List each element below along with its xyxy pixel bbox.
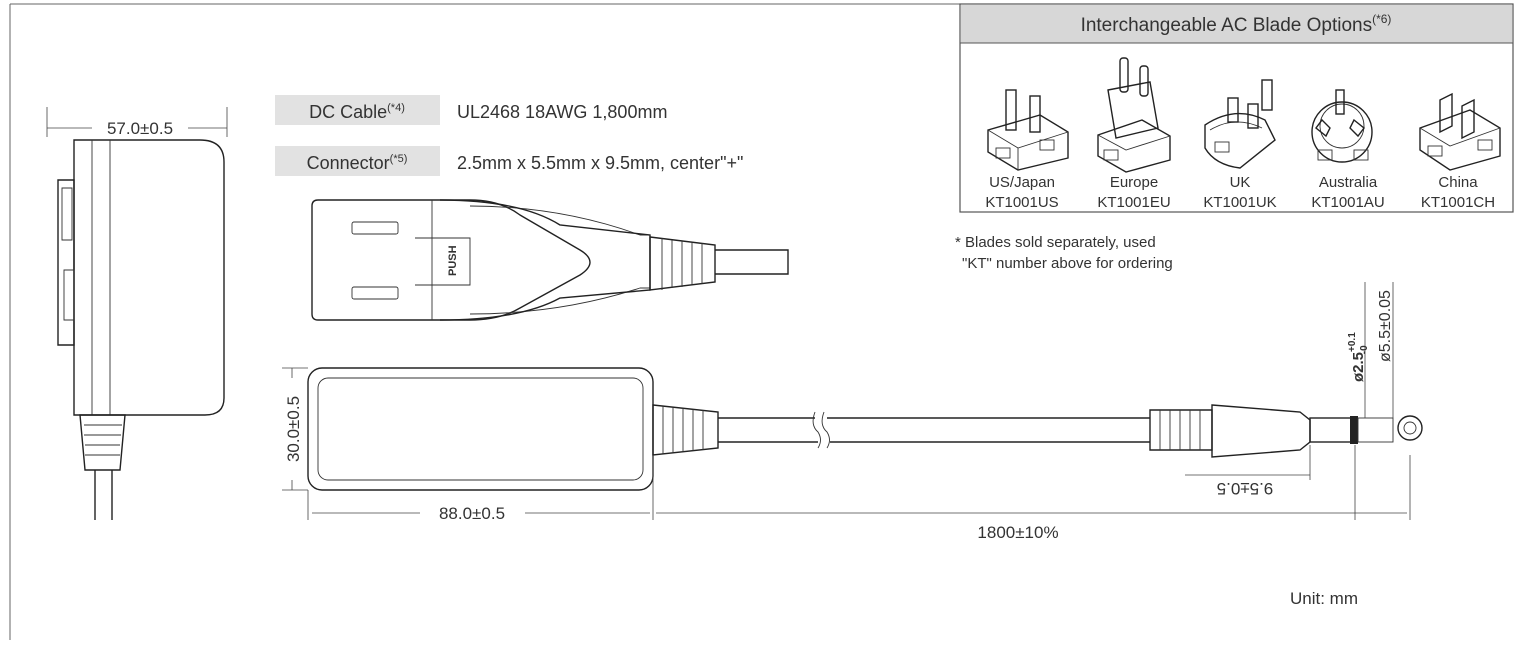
blade-part-au: KT1001AU (1311, 194, 1384, 211)
blade-part-cn: KT1001CH (1421, 194, 1495, 211)
unit-label: Unit: mm (1290, 589, 1358, 608)
blade-panel-title: Interchangeable AC Blade Options (1081, 15, 1373, 36)
outer-dia-dim: ø5.5±0.05 (1377, 290, 1394, 362)
push-label: PUSH (447, 245, 459, 276)
connector-label-box (275, 146, 440, 176)
blade-region-uk: UK (1230, 174, 1251, 191)
body-length-dim: 88.0±0.5 (439, 504, 505, 523)
blade-part-us: KT1001US (985, 194, 1058, 211)
spec-dc-cable: DC Cable(*4) UL2468 18AWG 1,800mm (275, 95, 667, 125)
blade-part-eu: KT1001EU (1097, 194, 1170, 211)
blade-note-line1: * Blades sold separately, used (955, 234, 1156, 251)
inner-dia-dim: ø2.5 (1350, 352, 1367, 382)
svg-text:Connector(*5): Connector(*5) (307, 153, 408, 173)
cable-length-dim: 1800±10% (977, 523, 1058, 542)
svg-text:Interchangeable AC Blade Optio: Interchangeable AC Blade Options(*6) (1081, 12, 1392, 36)
blade-note-line2: "KT" number above for ordering (962, 255, 1173, 272)
dc-cable-value: UL2468 18AWG 1,800mm (457, 102, 667, 122)
blade-panel-header (961, 5, 1512, 43)
blade-part-uk: KT1001UK (1203, 194, 1276, 211)
front-view-cable: 30.0±0.5 9.5±0.5 (282, 282, 1423, 542)
dc-cable-note: (*4) (387, 102, 405, 114)
eu-plug-icon (1097, 57, 1171, 173)
blade-region-eu: Europe (1110, 174, 1158, 191)
connector-note: (*5) (390, 153, 408, 165)
dc-cable-label-box (275, 95, 440, 125)
body-height-dim: 30.0±0.5 (284, 396, 303, 462)
spec-connector: Connector(*5) 2.5mm x 5.5mm x 9.5mm, cen… (275, 146, 743, 176)
side-view: 57.0±0.5 (46, 107, 228, 520)
svg-text:DC Cable(*4): DC Cable(*4) (309, 102, 405, 122)
inner-tol-plus: +0.1 (1347, 332, 1358, 352)
plug-length-dim: 9.5±0.5 (1217, 479, 1274, 498)
blade-region-cn: China (1438, 174, 1478, 191)
connector-label: Connector (307, 153, 390, 173)
inner-tol-minus: -0 (1359, 345, 1370, 354)
side-width-dim: 57.0±0.5 (107, 119, 173, 138)
svg-text:ø2.5+0.1-0: ø2.5+0.1-0 (1347, 332, 1370, 382)
au-plug-icon (1311, 89, 1373, 163)
blade-options-panel: Interchangeable AC Blade Options(*6) (959, 3, 1514, 213)
dc-cable-label: DC Cable (309, 102, 387, 122)
connector-value: 2.5mm x 5.5mm x 9.5mm, center"+" (457, 153, 743, 173)
blade-panel-title-note: (*6) (1372, 12, 1391, 26)
uk-plug-icon (1204, 79, 1276, 169)
blade-region-au: Australia (1319, 174, 1378, 191)
us-plug-icon (987, 89, 1069, 171)
cn-plug-icon (1419, 92, 1501, 171)
blade-region-us: US/Japan (989, 174, 1055, 191)
top-view-adapter: PUSH (311, 199, 789, 321)
